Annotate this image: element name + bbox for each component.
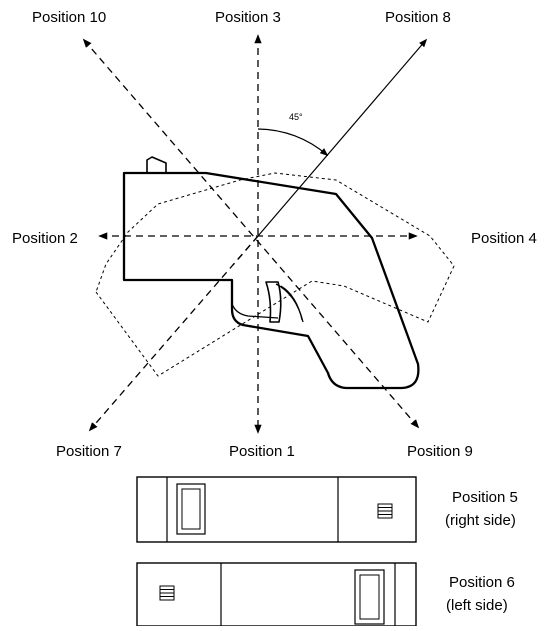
axis-diagonal-8-dashed (232, 235, 259, 266)
scanner-button (146, 156, 167, 173)
label-position-2: Position 2 (12, 230, 78, 247)
scanner-device (122, 156, 420, 390)
trigger-curve-2 (280, 285, 303, 321)
label-position-3: Position 3 (215, 9, 281, 26)
label-position-6: Position 6 (449, 574, 515, 591)
angle-arc (257, 128, 329, 157)
side-view-right-frame (136, 476, 417, 543)
side-view-left (136, 562, 417, 627)
angle-label: 45° (289, 112, 303, 122)
label-position-6-sub: (left side) (446, 597, 508, 614)
axis-diagonal-8 (257, 38, 428, 237)
side-view-right (136, 476, 417, 543)
label-position-4: Position 4 (471, 230, 537, 247)
label-position-9: Position 9 (407, 443, 473, 460)
label-position-1: Position 1 (229, 443, 295, 460)
label-position-5: Position 5 (452, 489, 518, 506)
trigger (265, 281, 282, 323)
window-rect (176, 483, 206, 535)
grille-icon (159, 585, 175, 601)
label-position-8: Position 8 (385, 9, 451, 26)
window-rect (354, 569, 385, 625)
device-outline-rotated (95, 172, 455, 377)
trigger-guard (231, 303, 279, 319)
axis-diagonal-7 (88, 235, 259, 432)
label-position-10: Position 10 (32, 9, 106, 26)
axis-diagonal-10-9 (82, 38, 420, 429)
grille-icon (377, 503, 393, 519)
label-position-7: Position 7 (56, 443, 122, 460)
scanner-body (122, 171, 420, 390)
side-view-left-frame (136, 562, 417, 627)
label-position-5-sub: (right side) (445, 512, 516, 529)
